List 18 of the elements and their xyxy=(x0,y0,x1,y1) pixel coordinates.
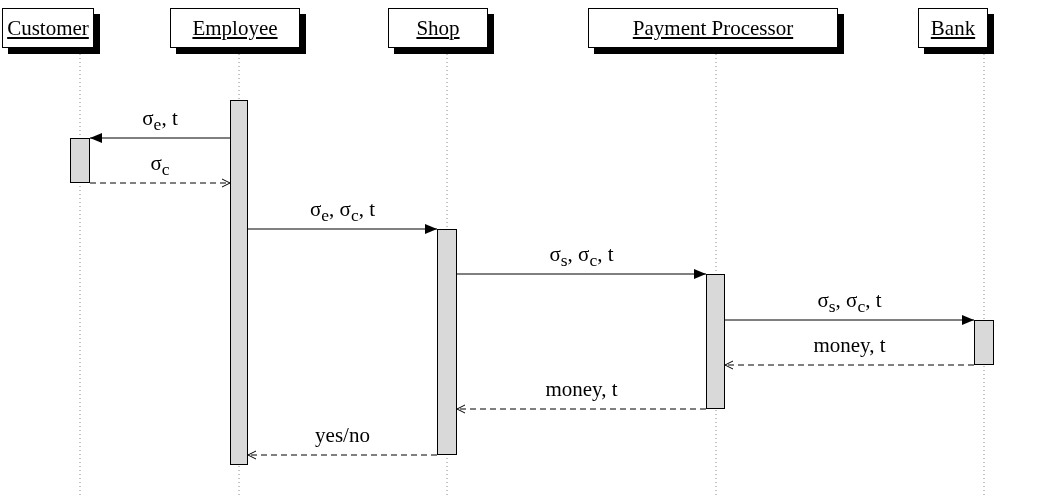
arrow xyxy=(456,269,707,279)
participant-name: Shop xyxy=(416,15,460,41)
participant-name: Employee xyxy=(192,15,278,41)
activation-bar xyxy=(70,138,90,183)
activation-bar xyxy=(974,320,994,365)
participant-name: Payment Processor xyxy=(632,15,794,41)
activation-bar xyxy=(437,229,457,455)
participant-name: Customer xyxy=(7,15,89,41)
arrow xyxy=(247,224,438,234)
activation-bar xyxy=(706,274,725,409)
dashed-arrow xyxy=(89,178,231,188)
participant-name: Bank xyxy=(930,15,976,41)
activation-bar xyxy=(230,100,248,465)
arrow xyxy=(724,315,975,325)
dashed-arrow xyxy=(247,450,438,460)
dashed-arrow xyxy=(456,404,707,414)
arrow xyxy=(89,133,231,143)
dashed-arrow xyxy=(724,360,975,370)
